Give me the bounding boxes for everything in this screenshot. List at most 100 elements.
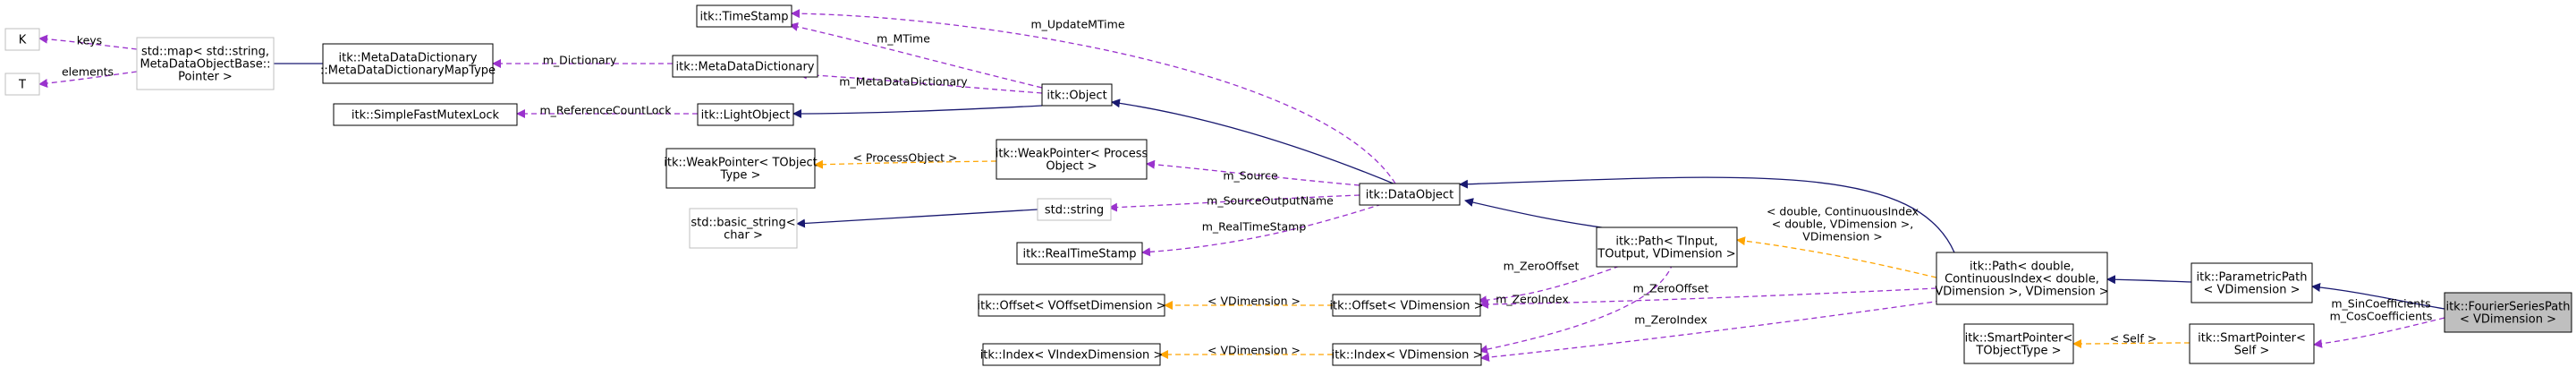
node-parametricpath: itk::ParametricPath< VDimension > xyxy=(2190,262,2313,303)
text-line: itk::Path< TInput, xyxy=(1615,235,1717,249)
edge-parametric-to-pathD xyxy=(2106,275,2192,285)
node-offset-vdimension-label: itk::Offset< VDimension > xyxy=(1329,300,1483,313)
text-line: < VDimension > xyxy=(2460,313,2556,327)
node-timestamp-label: itk::TimeStamp xyxy=(699,11,788,24)
node-realtimestamp-label: itk::RealTimeStamp xyxy=(1022,248,1136,261)
node-metadatadictionary-label: itk::MetaDataDictionary xyxy=(676,61,815,74)
edge-label-path-template: < double, ContinuousIndex< double, VDime… xyxy=(1767,205,1919,244)
node-path-tinput-label: itk::Path< TInput,TOutput, VDimension > xyxy=(1597,235,1735,261)
node-metadatadictionary-maptype-label: itk::MetaDataDictionary::MetaDataDiction… xyxy=(320,52,496,78)
node-index-vdimension: itk::Index< VDimension > xyxy=(1332,343,1483,366)
edge-label-m-referencecountlock: m_ReferenceCountLock xyxy=(540,104,673,117)
text-line: TOutput, VDimension > xyxy=(1597,248,1735,261)
node-simplefastmutexlock: itk::SimpleFastMutexLock xyxy=(333,103,518,126)
node-offset-voffsetdimension: itk::Offset< VOffsetDimension > xyxy=(978,294,1166,317)
node-lightobject: itk::LightObject xyxy=(697,103,794,126)
edge-object-to-mdd xyxy=(798,70,1043,94)
text-line: itk::WeakPointer< Process xyxy=(996,148,1148,161)
text-line: ContinuousIndex< double, xyxy=(1945,273,2099,286)
text-line: itk::FourierSeriesPath xyxy=(2445,301,2570,314)
text-line: itk::MetaDataDictionary xyxy=(676,61,815,74)
text-line: elements xyxy=(62,65,114,79)
node-std-map: std::map< std::string,MetaDataObjectBase… xyxy=(136,37,275,90)
node-path-tinput: itk::Path< TInput,TOutput, VDimension > xyxy=(1596,226,1738,268)
node-smartpointer-self: itk::SmartPointer<Self > xyxy=(2189,323,2315,364)
edge-label-vdimension-offset: < VDimension > xyxy=(1208,295,1301,308)
edge-label-m-mtime: m_MTime xyxy=(877,32,930,46)
node-path-double: itk::Path< double,ContinuousIndex< doubl… xyxy=(1935,252,2109,305)
node-timestamp: itk::TimeStamp xyxy=(696,4,792,28)
text-line: T xyxy=(18,79,26,92)
text-line: < VDimension > xyxy=(1208,344,1301,357)
edge-map-to-K xyxy=(38,34,138,50)
node-smartpointer-self-label: itk::SmartPointer<Self > xyxy=(2198,332,2306,358)
text-line: m_Source xyxy=(1223,169,1278,183)
edge-label-m-zeroindex-1: m_ZeroIndex xyxy=(1496,293,1569,306)
text-line: < double, VDimension >, xyxy=(1772,218,1913,231)
node-realtimestamp: itk::RealTimeStamp xyxy=(1016,242,1143,265)
edge-label-m-zerooffset-1: m_ZeroOffset xyxy=(1504,260,1580,273)
text-line: itk::Object xyxy=(1046,90,1106,103)
edge-label-m-updatemtime: m_UpdateMTime xyxy=(1030,18,1124,31)
text-line: < Self > xyxy=(2110,332,2157,346)
node-simplefastmutexlock-label: itk::SimpleFastMutexLock xyxy=(352,109,500,123)
text-line: m_CosCoefficients xyxy=(2330,310,2433,323)
edge-label-vdimension-index: < VDimension > xyxy=(1208,344,1301,357)
edge-label-m-sourceoutputname: m_SourceOutputName xyxy=(1207,194,1334,208)
edge-label-m-metadatadictionary: m_MetaDataDictionary xyxy=(839,75,968,89)
edge-label-m-zerooffset-2: m_ZeroOffset xyxy=(1633,282,1709,295)
text-line: ::MetaDataDictionaryMapType xyxy=(320,64,496,78)
text-line: K xyxy=(19,34,27,47)
text-line: std::map< std::string, xyxy=(141,46,269,59)
text-line: m_ReferenceCountLock xyxy=(540,104,673,117)
node-object: itk::Object xyxy=(1041,83,1113,107)
node-fourierseriespath[interactable]: itk::FourierSeriesPath< VDimension > xyxy=(2444,292,2572,333)
node-std-string-label: std::string xyxy=(1045,204,1104,218)
text-line: m_SinCoefficients xyxy=(2331,297,2430,311)
edge-object-to-timestamp xyxy=(789,22,1043,89)
text-line: itk::Offset< VOffsetDimension > xyxy=(978,300,1166,313)
node-basic-string: std::basic_string<char > xyxy=(689,208,798,249)
edge-label-keys: keys xyxy=(77,34,102,47)
edge-dataobject-to-object xyxy=(1111,98,1401,187)
text-line: itk::Offset< VDimension > xyxy=(1329,300,1483,313)
text-line: itk::SimpleFastMutexLock xyxy=(352,109,500,123)
text-line: itk::MetaDataDictionary xyxy=(339,52,478,65)
text-line: itk::LightObject xyxy=(701,109,791,123)
node-dataobject-label: itk::DataObject xyxy=(1366,189,1453,202)
edge-fourier-to-spSelf xyxy=(2313,317,2445,348)
node-std-map-label: std::map< std::string,MetaDataObjectBase… xyxy=(140,46,270,84)
node-dataobject: itk::DataObject xyxy=(1359,183,1461,206)
edge-dataobject-to-timestamp xyxy=(791,9,1396,184)
text-line: Pointer > xyxy=(178,71,233,84)
nodes: K T std::map< std::string,MetaDataObject… xyxy=(4,4,2572,366)
node-T-label: T xyxy=(18,79,26,92)
node-metadatadictionary-maptype: itk::MetaDataDictionary::MetaDataDiction… xyxy=(320,43,496,84)
edge-pathT-to-indexVD-1 xyxy=(1479,262,1674,355)
edge-label-m-source: m_Source xyxy=(1223,169,1278,183)
node-fourierseriespath-label: itk::FourierSeriesPath< VDimension > xyxy=(2445,301,2570,327)
text-line: itk::Index< VDimension > xyxy=(1332,349,1483,363)
edge-pathD-to-dataobject xyxy=(1459,176,1955,253)
text-line: keys xyxy=(77,34,102,47)
text-line: m_ZeroOffset xyxy=(1504,260,1580,273)
text-line: m_RealTimeStamp xyxy=(1202,220,1307,234)
text-line: Type > xyxy=(720,169,761,183)
text-line: m_Dictionary xyxy=(543,54,617,67)
text-line: < VDimension > xyxy=(2203,284,2300,297)
edge-dataobject-to-rts xyxy=(1141,203,1383,257)
text-line: VDimension > xyxy=(1802,230,1882,244)
text-line: m_ZeroOffset xyxy=(1633,282,1709,295)
node-path-double-label: itk::Path< double,ContinuousIndex< doubl… xyxy=(1935,261,2108,299)
text-line: Object > xyxy=(1046,160,1097,174)
text-line: < ProcessObject > xyxy=(852,151,957,165)
text-line: itk::SmartPointer< xyxy=(2198,332,2306,346)
edge-pathT-to-dataobject xyxy=(1464,198,1629,232)
edge-labels: keys elements m_Dictionary m_MTime m_Upd… xyxy=(62,18,2432,357)
edge-pathT-to-offsetVD-1 xyxy=(1478,262,1629,305)
text-line: < VDimension > xyxy=(1208,295,1301,308)
edge-fourier-to-parametric xyxy=(2311,283,2445,310)
text-line: itk::DataObject xyxy=(1366,189,1453,202)
edge-stdstring-to-basicstr xyxy=(796,209,1038,228)
text-line: TObjectType > xyxy=(1975,345,2061,358)
